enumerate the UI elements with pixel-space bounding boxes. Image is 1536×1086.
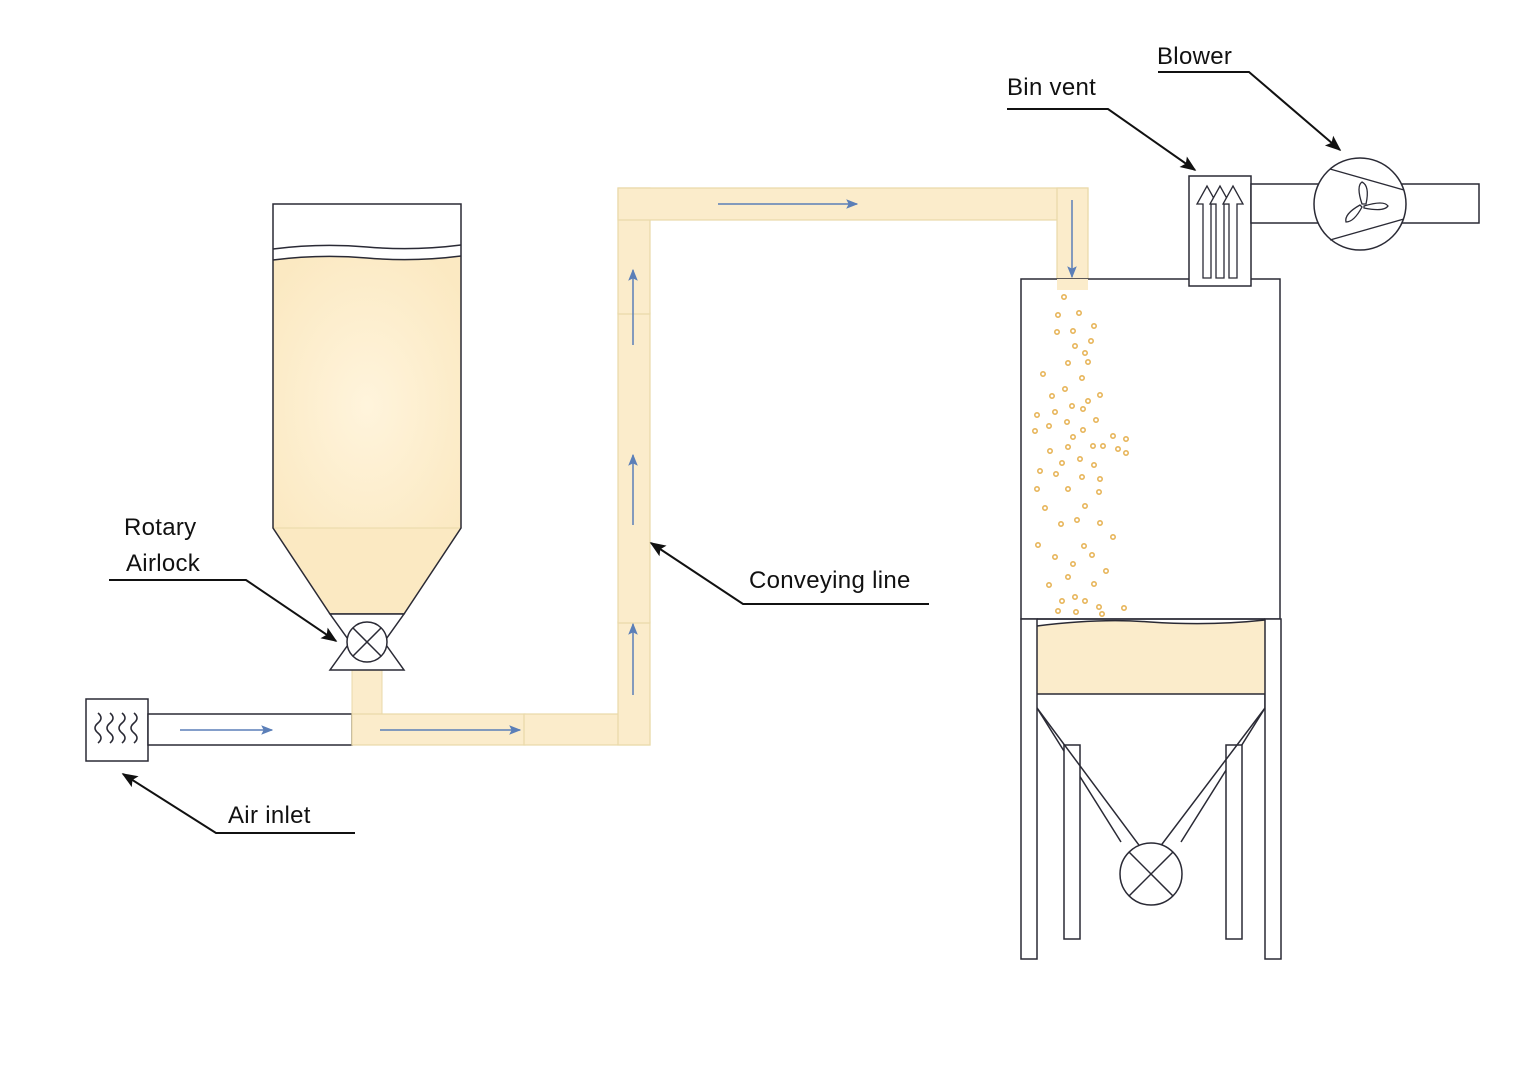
falling-particles [1032,293,1130,617]
blower [1250,157,1480,251]
leader-lines [109,71,1342,834]
conveying-line-leader [649,542,929,605]
filter-icon [94,712,138,744]
rotary-airlock-valve [328,613,406,716]
valve-icon [346,621,388,663]
bin-vent-label: Bin vent [1007,70,1096,106]
rotary-airlock-label-line2: Airlock [126,550,201,577]
receiver-vessel [1020,278,1282,960]
blower-label-text: Blower [1157,43,1233,70]
flow-arrows [380,199,1077,735]
air-inlet-label-text: Air inlet [228,802,311,829]
rotary-airlock-label: Rotary Airlock [124,510,200,582]
blower-leader [1158,71,1342,152]
feed-hopper [272,203,462,615]
bin-vent-leader [1007,108,1197,171]
fan-icon [1345,181,1389,223]
conveying-line-label-text: Conveying line [749,567,911,594]
air-inlet-filter [85,698,149,762]
rotary-airlock-leader [109,579,338,642]
conveying-line-pipe [351,187,1089,746]
vent-arrows-icon [1195,184,1245,279]
bin-vent-label-text: Bin vent [1007,74,1097,101]
conveying-line-label: Conveying line [749,563,911,599]
rotary-airlock-label-line1: Rotary [124,514,197,541]
bin-vent [1188,175,1252,287]
air-inlet-label: Air inlet [228,798,311,834]
valve-icon [1119,842,1183,906]
air-inlet-leader [121,773,355,834]
blower-label: Blower [1157,39,1232,75]
